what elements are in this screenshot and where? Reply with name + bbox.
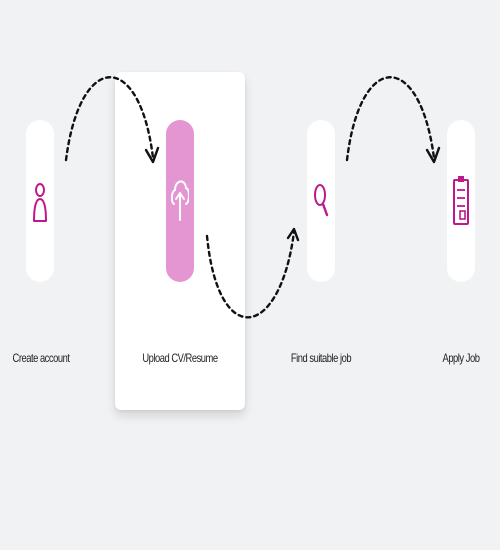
step-find-job[interactable] <box>307 120 335 282</box>
step-label-upload-cv: Upload CV/Resume <box>142 351 218 365</box>
connector-1-2-arrowhead <box>144 146 160 164</box>
clipboard-icon <box>453 176 469 225</box>
step-apply-job[interactable] <box>447 120 475 282</box>
cloud-upload-icon <box>171 180 189 221</box>
user-icon <box>33 183 47 222</box>
connector-2-3-arrowhead <box>286 227 300 242</box>
step-label-create-account: Create account <box>12 351 70 365</box>
search-icon <box>314 184 329 217</box>
step-label-find-job: Find suitable job <box>290 351 352 365</box>
step-create-account[interactable] <box>26 120 54 282</box>
step-upload-cv[interactable] <box>166 120 194 282</box>
step-label-apply-job: Apply Job <box>442 351 480 365</box>
connector-2-3 <box>205 230 296 319</box>
connector-3-4-arrowhead <box>425 146 441 164</box>
connector-1-2 <box>64 76 155 162</box>
connector-3-4 <box>345 76 436 162</box>
